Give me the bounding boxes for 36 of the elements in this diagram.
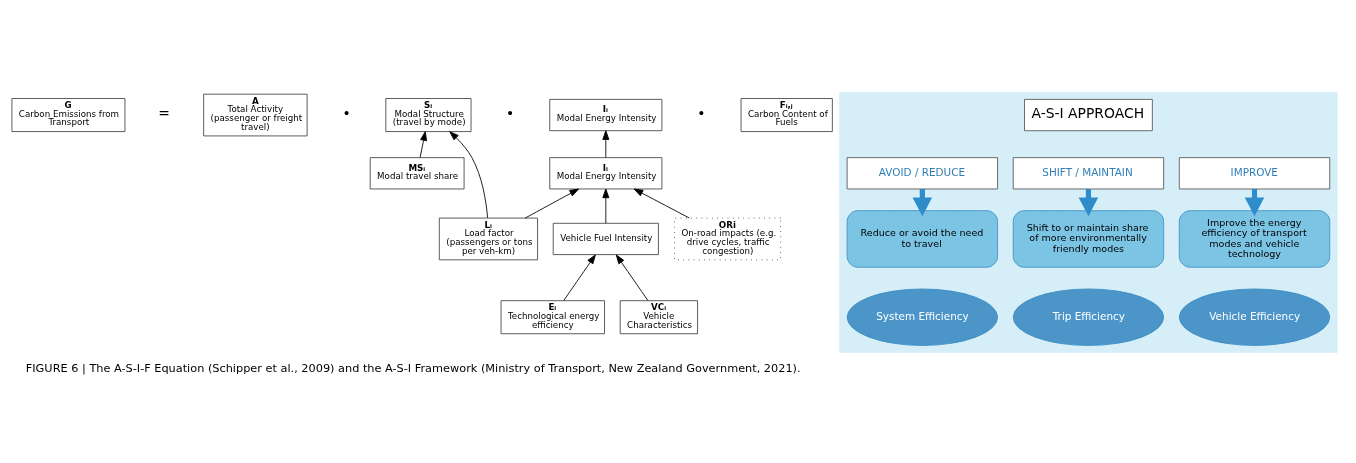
arrow bbox=[524, 188, 580, 218]
arrow bbox=[633, 188, 690, 218]
node-box: A-S-I APPROACH bbox=[1024, 98, 1153, 131]
node-box: AVOID / REDUCE bbox=[846, 156, 998, 189]
node-box: Fᵢ,ⱼ Carbon Content of Fuels bbox=[740, 97, 833, 132]
arrow bbox=[615, 254, 649, 301]
node-box: SHIFT / MAINTAIN bbox=[1012, 156, 1165, 189]
arrow bbox=[419, 130, 427, 158]
arrow bbox=[602, 129, 610, 158]
node-box: MSᵢ Modal travel share bbox=[369, 156, 465, 189]
node-box: Vehicle Fuel Intensity bbox=[552, 222, 659, 255]
node-box: Improve the energy efficiency of transport modes and vehicle technology bbox=[1178, 209, 1331, 268]
node-box: ORi On-road impacts (e.g. drive cycles, traffic congestion) bbox=[674, 217, 782, 260]
node-box: Reduce or avoid the need to travel bbox=[846, 209, 998, 268]
node-ellipse: Trip Efficiency bbox=[1012, 288, 1165, 346]
node-box: Eᵢ Technological energy efficiency bbox=[500, 299, 605, 334]
label: = bbox=[158, 104, 170, 121]
arrow bbox=[602, 188, 610, 224]
node-box: Lᵢ Load factor (passengers or tons per veh-km) bbox=[438, 217, 538, 260]
node-ellipse: System Efficiency bbox=[846, 288, 998, 346]
label: • bbox=[342, 104, 351, 121]
node-box: Shift to or maintain share of more environmentally friendly modes bbox=[1012, 209, 1165, 268]
label: • bbox=[506, 104, 515, 121]
node-ellipse: Vehicle Efficiency bbox=[1178, 288, 1331, 346]
node-box: A Total Activity (passenger or freight travel) bbox=[203, 93, 308, 136]
label: • bbox=[697, 104, 706, 121]
arrow bbox=[563, 254, 596, 301]
node-box: G Carbon Emissions from Transport bbox=[11, 97, 126, 132]
node-box: Iᵢ Modal Energy Intensity bbox=[549, 156, 663, 189]
node-box: VCᵢ Vehicle Characteristics bbox=[619, 299, 698, 334]
cluster bbox=[839, 91, 1338, 353]
node-box: Sᵢ Modal Structure (travel by mode) bbox=[385, 97, 472, 132]
node-box: Iᵢ Modal Energy Intensity bbox=[549, 98, 663, 131]
node-box: IMPROVE bbox=[1178, 156, 1331, 189]
caption: FIGURE 6 | The A-S-I-F Equation (Schipper et al., 2009) and the A-S-I Framework (Ministry of Transport, New Zealand Government, 2021). bbox=[25, 361, 801, 375]
arrow bbox=[449, 130, 489, 218]
